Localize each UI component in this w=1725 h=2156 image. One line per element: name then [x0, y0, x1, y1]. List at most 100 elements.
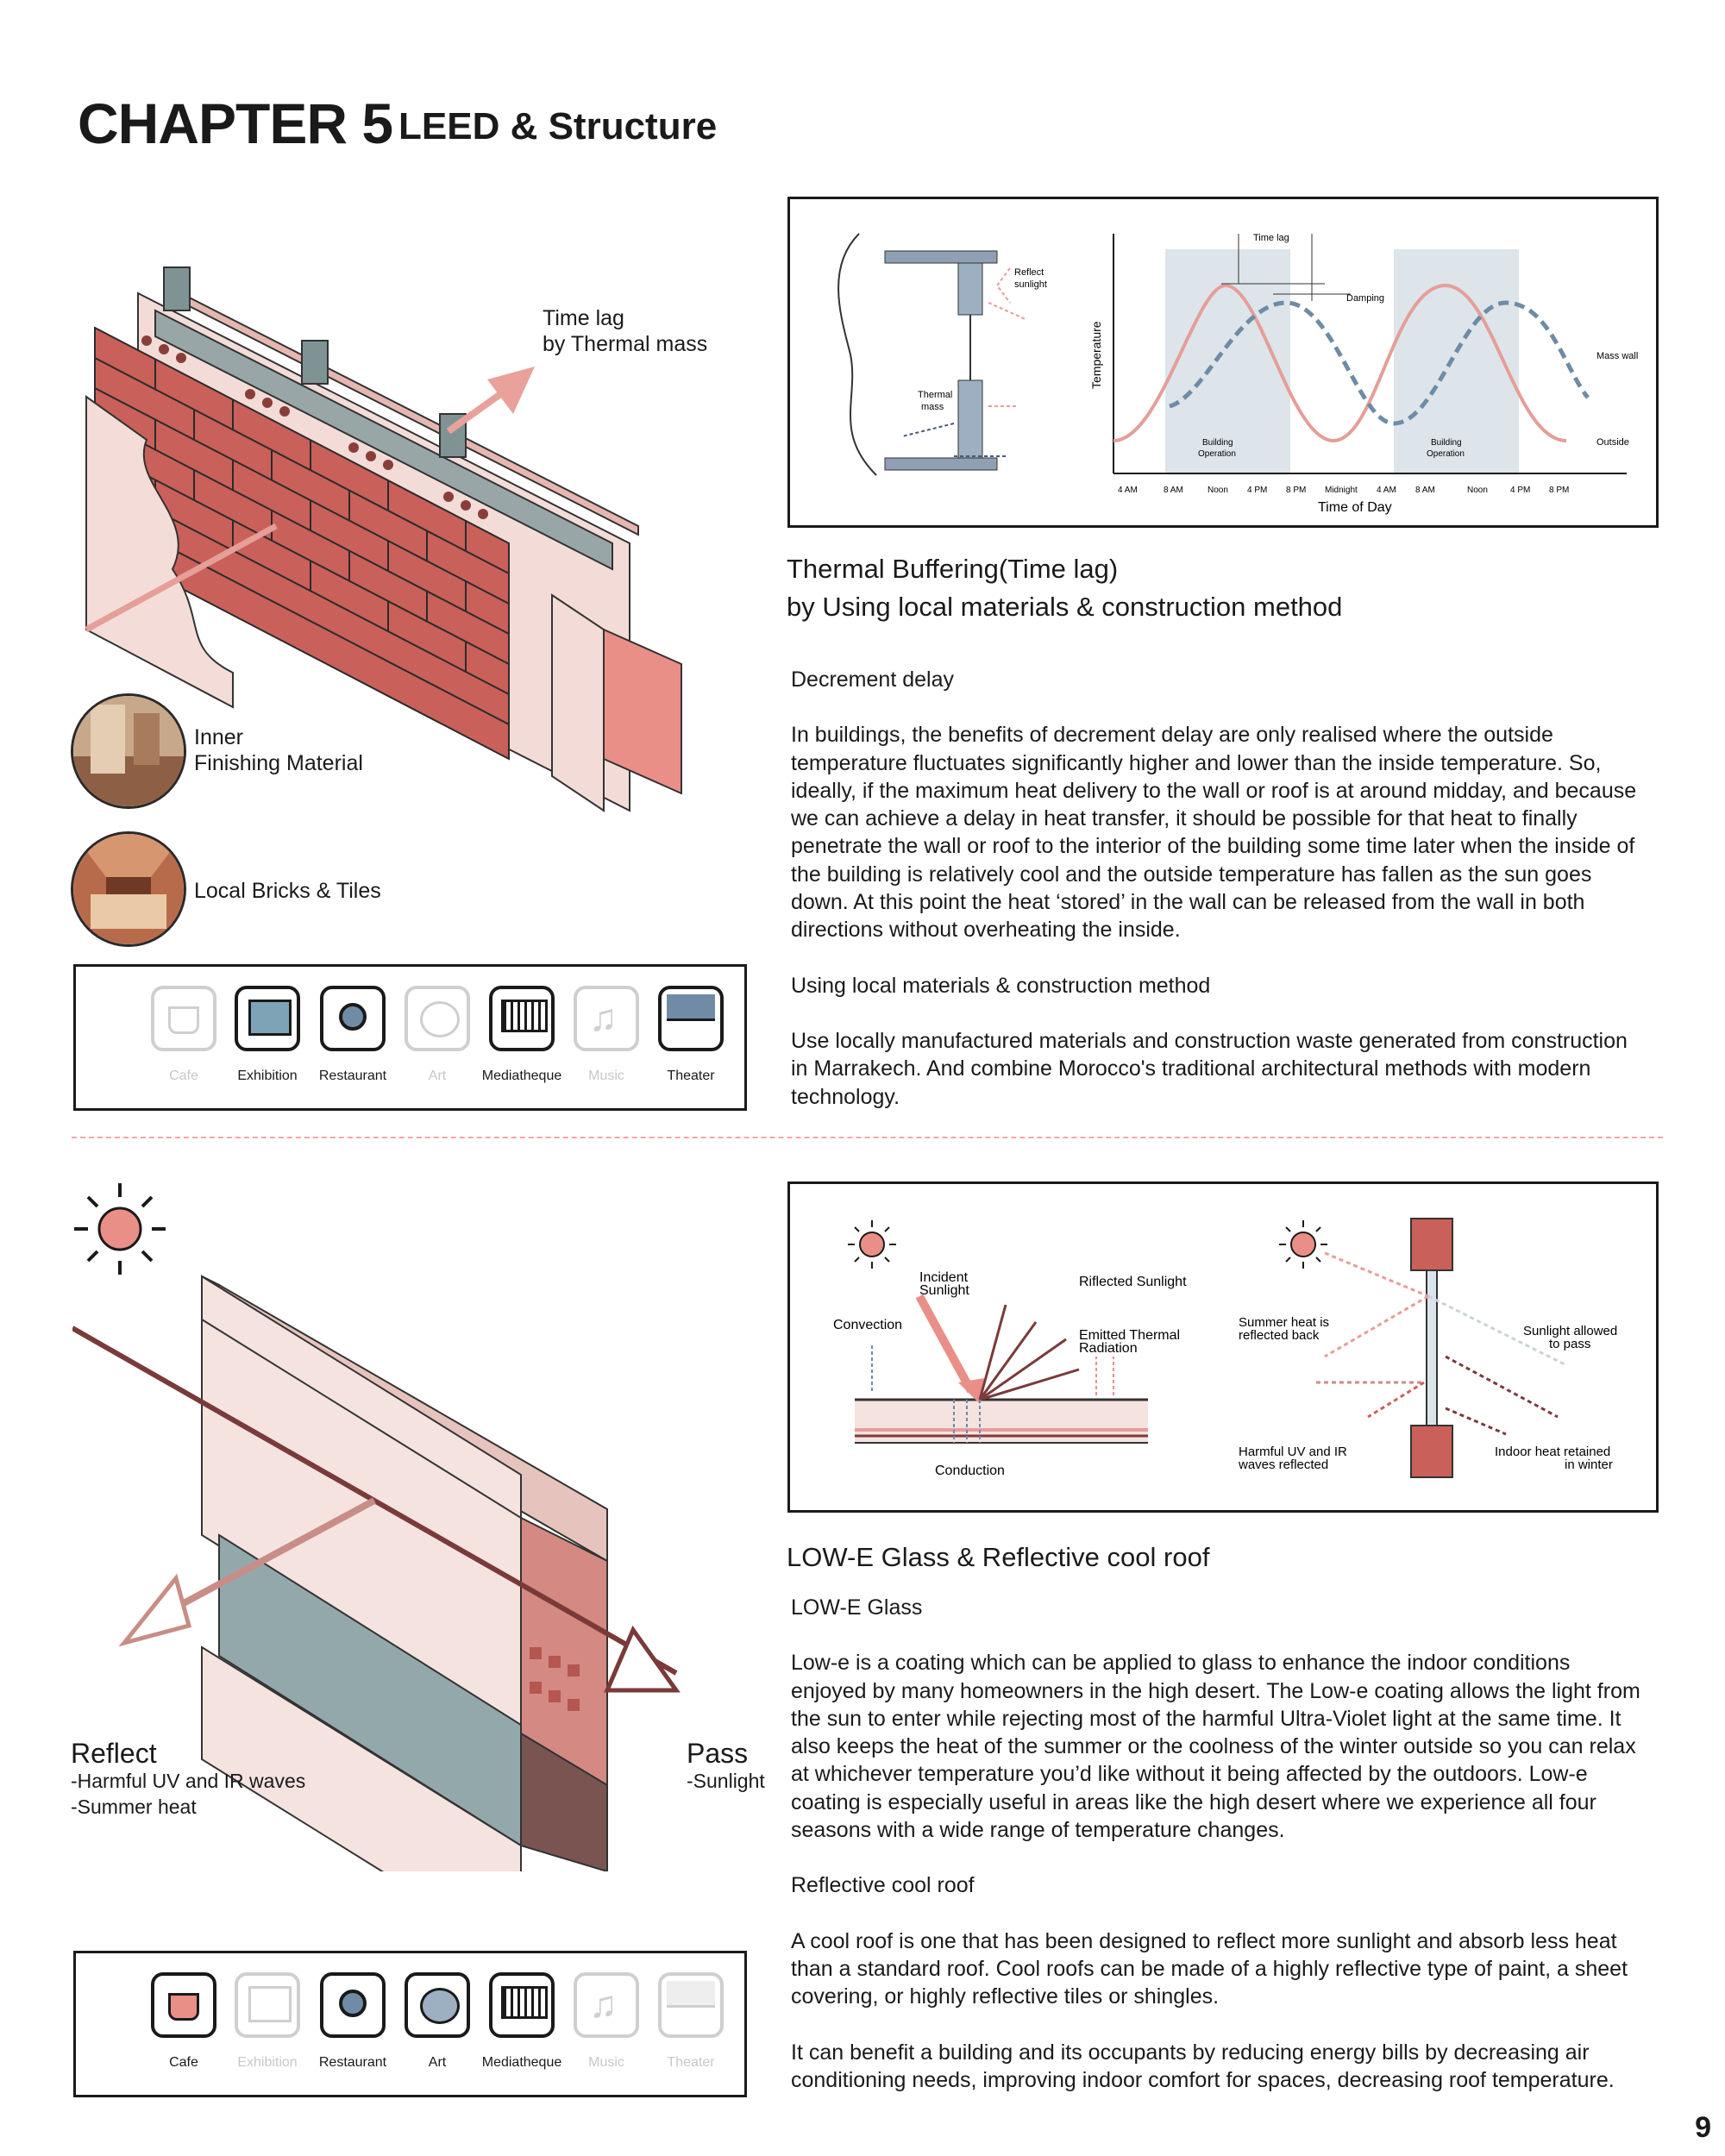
emitted-line1: Emitted Thermal — [1079, 1328, 1180, 1343]
reflect-ray — [148, 1497, 376, 1625]
thermal-label-line1: Thermal — [918, 390, 952, 400]
brick-wall-illustration — [85, 266, 682, 812]
summer-line2: reflected back — [1239, 1328, 1320, 1343]
mass-wall-label: Mass wall — [1596, 351, 1638, 361]
inner-finishing-photo — [71, 693, 186, 809]
facility-theater: Theater — [643, 986, 738, 1084]
tick-label: Midnight — [1325, 486, 1358, 495]
facility-restaurant: Restaurant — [305, 1972, 400, 2071]
band-label-line1: Building — [1431, 438, 1462, 448]
tick-label: 8 PM — [1549, 486, 1569, 495]
thermal-buffer-diagram: Reflect sunlight Thermal mass Time lag D… — [787, 197, 1659, 528]
tick-label: 4 AM — [1118, 486, 1138, 495]
material-bricks: Local Bricks & Tiles — [194, 879, 381, 903]
facility-restaurant: Restaurant — [305, 986, 400, 1084]
time-lag-label: Time lag — [1253, 233, 1289, 243]
sun-icon — [74, 1183, 166, 1275]
palette-icon — [420, 1988, 460, 2024]
window-profile-illustration — [72, 1275, 681, 1871]
tick-label: 4 PM — [1510, 486, 1530, 495]
facility-music: ♫ Music — [559, 986, 654, 1084]
tick-label: 8 AM — [1415, 486, 1435, 495]
pass-title: Pass — [687, 1738, 749, 1769]
facility-label: Cafe — [169, 2055, 198, 2070]
material-inner-line2: Finishing Material — [194, 751, 363, 775]
facility-mediatheque: Mediatheque — [474, 1972, 569, 2071]
facility-cafe: Cafe — [136, 1972, 231, 2071]
time-lag-callout-line1: Time lag — [543, 306, 624, 330]
sun-icon — [848, 1220, 896, 1269]
indoor-line2: in winter — [1565, 1457, 1613, 1472]
uv-line1: Harmful UV and IR — [1239, 1445, 1347, 1459]
paragraph: Use locally manufactured materials and c… — [791, 1028, 1628, 1109]
plate-cutlery-icon — [339, 1003, 367, 1031]
tick-label: Noon — [1208, 486, 1228, 495]
paragraph: It can benefit a building and its occupa… — [791, 2040, 1615, 2092]
facility-label: Exhibition — [237, 1069, 298, 1083]
picture-frame-icon — [248, 1986, 292, 2022]
tick-label: 8 AM — [1164, 486, 1183, 495]
facility-label: Mediatheque — [481, 2055, 562, 2070]
plate-cutlery-icon — [339, 1990, 367, 2017]
convection-label: Convection — [833, 1318, 902, 1332]
palette-icon — [420, 1001, 460, 1037]
incident-line2: Sunlight — [919, 1283, 969, 1298]
picture-frame-icon — [248, 1000, 292, 1036]
facility-label: Music — [588, 2055, 624, 2070]
tick-label: 8 PM — [1286, 486, 1306, 495]
outside-label: Outside — [1596, 437, 1629, 448]
material-inner-line1: Inner — [194, 725, 243, 749]
thermal-heading-line2: by Using local materials & construction … — [787, 592, 1343, 622]
coffee-cup-icon — [168, 1993, 199, 2021]
facility-art: Art — [390, 1972, 485, 2071]
paragraph: Low-e is a coating which can be applied … — [791, 1651, 1640, 1843]
paragraph: A cool roof is one that has been designe… — [791, 1928, 1628, 2009]
paragraph-subheading: Decrement delay — [791, 667, 954, 692]
facility-label: Music — [588, 1069, 624, 1083]
facility-music: ♫ Music — [559, 1972, 654, 2071]
facility-exhibition: Exhibition — [220, 986, 315, 1084]
facility-art: Art — [390, 986, 485, 1084]
music-note-icon: ♫ — [589, 997, 618, 1039]
facilities-panel-bottom: Cafe Exhibition Restaurant Art Mediatheq… — [73, 1951, 747, 2097]
indoor-line1: Indoor heat retained — [1495, 1445, 1610, 1459]
low-e-body: LOW-E Glass Low-e is a coating which can… — [791, 1594, 1650, 2122]
facility-label: Restaurant — [318, 1069, 387, 1083]
reflect-label-line1: Reflect — [1014, 267, 1044, 278]
paragraph: In buildings, the benefits of decrement … — [791, 723, 1637, 943]
facility-theater: Theater — [643, 1972, 738, 2071]
facility-exhibition: Exhibition — [220, 1972, 315, 2071]
coffee-cup-icon — [168, 1006, 199, 1034]
facility-label: Art — [428, 1069, 447, 1083]
time-lag-callout-line2: by Thermal mass — [543, 332, 708, 356]
paragraph-subheading: Reflective cool roof — [791, 1873, 975, 1898]
theater-stage-icon — [667, 994, 715, 1021]
thermal-heading-line1: Thermal Buffering(Time lag) — [787, 554, 1119, 584]
paragraph-subheading: Using local materials & construction met… — [791, 973, 1211, 998]
local-bricks-photo — [71, 831, 186, 947]
time-ticks: 4 AM 8 AM Noon 4 PM 8 PM Midnight 4 AM 8… — [1118, 486, 1569, 495]
band-label-line1: Building — [1202, 438, 1233, 448]
section-divider — [72, 1137, 1663, 1138]
monitor-books-icon — [501, 1986, 548, 2019]
damping-label: Damping — [1346, 293, 1384, 304]
x-axis-label: Time of Day — [1318, 500, 1392, 515]
allowed-line2: to pass — [1549, 1337, 1590, 1351]
paragraph-subheading: LOW-E Glass — [791, 1595, 923, 1620]
incident-line1: Incident — [919, 1270, 969, 1285]
tick-label: Noon — [1467, 486, 1488, 495]
tick-label: 4 AM — [1377, 486, 1396, 495]
allowed-line1: Sunlight allowed — [1523, 1324, 1617, 1338]
facility-label: Mediatheque — [481, 1069, 562, 1083]
mass-wall-curve — [1169, 300, 1590, 426]
band-label-line2: Operation — [1427, 449, 1465, 459]
facility-label: Theater — [667, 2055, 715, 2070]
tick-label: 4 PM — [1247, 486, 1267, 495]
summer-line1: Summer heat is — [1239, 1315, 1329, 1330]
chapter-title: CHAPTER 5 — [78, 91, 393, 155]
reflected-label: Riflected Sunlight — [1079, 1275, 1187, 1289]
reflect-label-line2: sunlight — [1014, 279, 1047, 290]
band-label-line2: Operation — [1198, 449, 1236, 459]
page-number: 9 — [1695, 2111, 1711, 2144]
pass-ray — [72, 1326, 376, 1503]
